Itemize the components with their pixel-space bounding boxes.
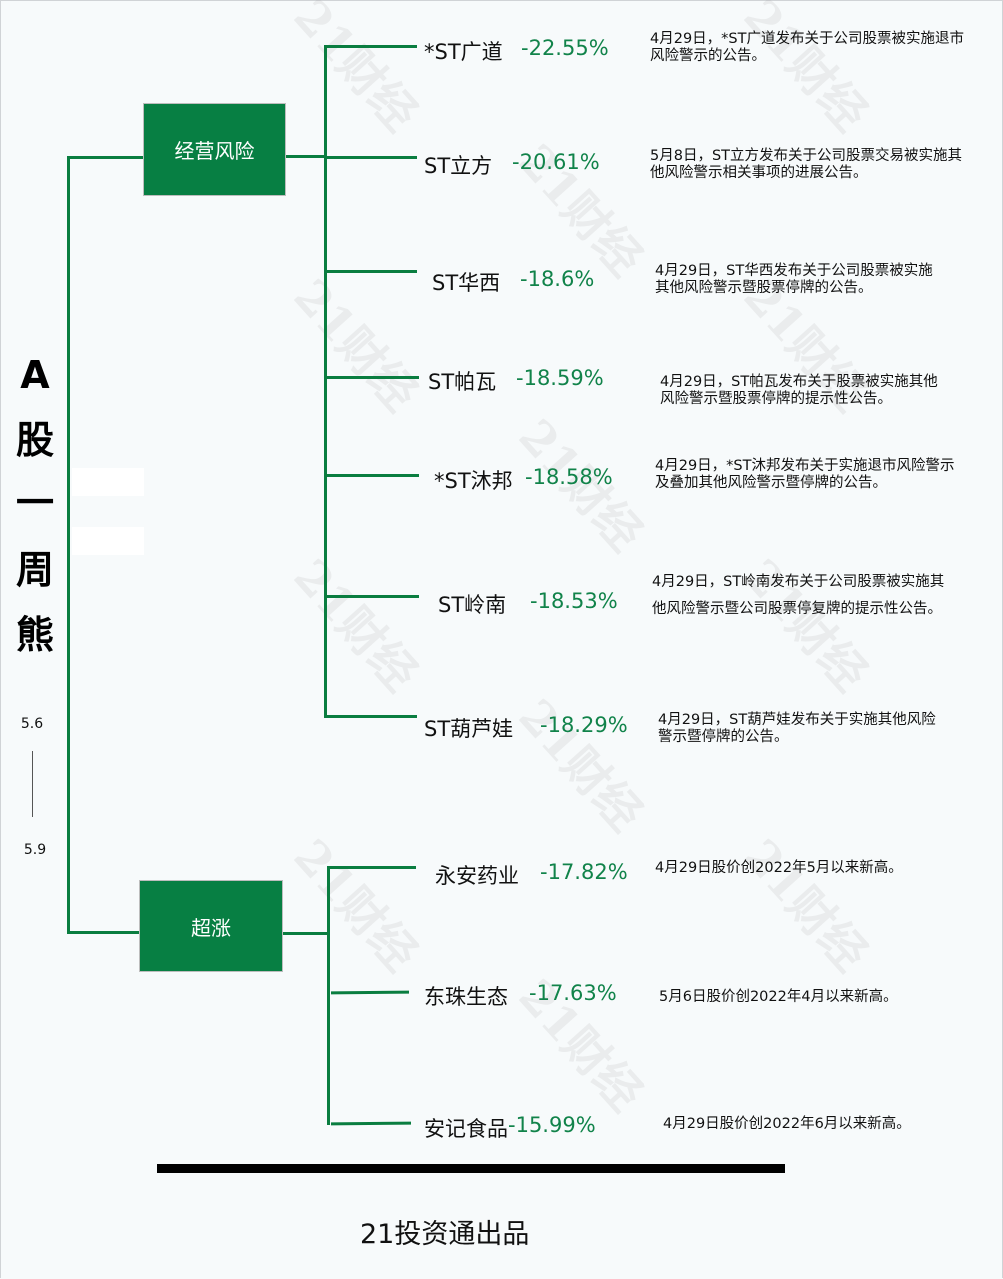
stock-change: -17.82%: [540, 860, 628, 884]
category-label: 经营风险: [174, 139, 255, 163]
date-end: 5.9: [23, 842, 47, 858]
connector-line: [283, 932, 328, 935]
stock-change: -22.55%: [521, 36, 609, 60]
blank-block: [72, 527, 144, 555]
title-char: 股: [15, 418, 54, 462]
leaf-line: [324, 715, 417, 718]
footer-divider: [157, 1164, 785, 1173]
branch-line: [327, 866, 330, 1125]
stock-note: 4月29日，ST帕瓦发布关于股票被实施其他风险警示暨股票停牌的提示性公告。: [660, 374, 938, 407]
stock-note: 5月6日股价创2022年4月以来新高。: [659, 989, 898, 1005]
stock-note: 4月29日，ST华西发布关于公司股票被实施其他风险警示暨股票停牌的公告。: [655, 263, 933, 296]
stock-change: -18.6%: [520, 267, 595, 291]
category-operating-risk: 经营风险: [143, 103, 286, 196]
stock-name: 永安药业: [435, 864, 519, 888]
stock-name: *ST广道: [424, 40, 503, 64]
stock-name: ST立方: [424, 154, 493, 178]
stock-change: -18.59%: [516, 366, 604, 390]
leaf-line: [327, 474, 419, 477]
stock-name: 东珠生态: [424, 985, 508, 1009]
title-char: 一: [15, 481, 54, 525]
leaf-line: [327, 595, 419, 598]
stock-name: ST帕瓦: [428, 370, 497, 394]
stock-note: 5月8日，ST立方发布关于公司股票交易被实施其他风险警示相关事项的进展公告。: [650, 148, 963, 181]
connector-line: [67, 931, 140, 934]
date-start: 5.6: [20, 716, 44, 732]
date-range-divider: [32, 751, 33, 817]
connector-line: [67, 156, 144, 159]
stock-change: -18.29%: [540, 713, 628, 737]
title-char: 熊: [15, 613, 54, 657]
category-overbought: 超涨: [139, 880, 283, 972]
stock-name: ST葫芦娃: [424, 717, 514, 741]
title-char: 周: [15, 548, 54, 592]
stock-change: -17.63%: [529, 981, 617, 1005]
stock-note: 4月29日，ST岭南发布关于公司股票被实施其他风险警示暨公司股票停复牌的提示性公…: [652, 574, 945, 617]
stock-note: 4月29日，*ST沐邦发布关于实施退市风险警示及叠加其他风险警示暨停牌的公告。: [655, 458, 955, 491]
stock-note: 4月29日股价创2022年5月以来新高。: [655, 860, 903, 876]
stock-change: -15.99%: [508, 1113, 596, 1137]
leaf-line: [327, 376, 419, 379]
connector-line: [286, 155, 327, 158]
footer-credit: 21投资通出品: [360, 1219, 530, 1250]
stock-change: -18.53%: [530, 589, 618, 613]
category-label: 超涨: [191, 915, 231, 940]
leaf-line: [324, 45, 417, 48]
stock-name: ST华西: [432, 271, 501, 295]
branch-line: [324, 45, 327, 718]
title-char: A: [20, 353, 50, 397]
stock-change: -18.58%: [525, 465, 613, 489]
leaf-line: [327, 270, 417, 273]
stock-note: 4月29日，*ST广道发布关于公司股票被实施退市风险警示的公告。: [650, 31, 964, 64]
stock-note: 4月29日股价创2022年6月以来新高。: [663, 1116, 911, 1132]
stock-note: 4月29日，ST葫芦娃发布关于实施其他风险警示暨停牌的公告。: [658, 712, 936, 745]
stock-name: ST岭南: [438, 593, 507, 617]
blank-block: [72, 468, 144, 496]
leaf-line: [324, 156, 417, 159]
leaf-line: [327, 866, 416, 869]
stock-change: -20.61%: [512, 150, 600, 174]
tree-trunk-line: [67, 156, 70, 934]
stock-name: 安记食品: [424, 1117, 508, 1141]
stock-name: *ST沐邦: [434, 469, 513, 493]
